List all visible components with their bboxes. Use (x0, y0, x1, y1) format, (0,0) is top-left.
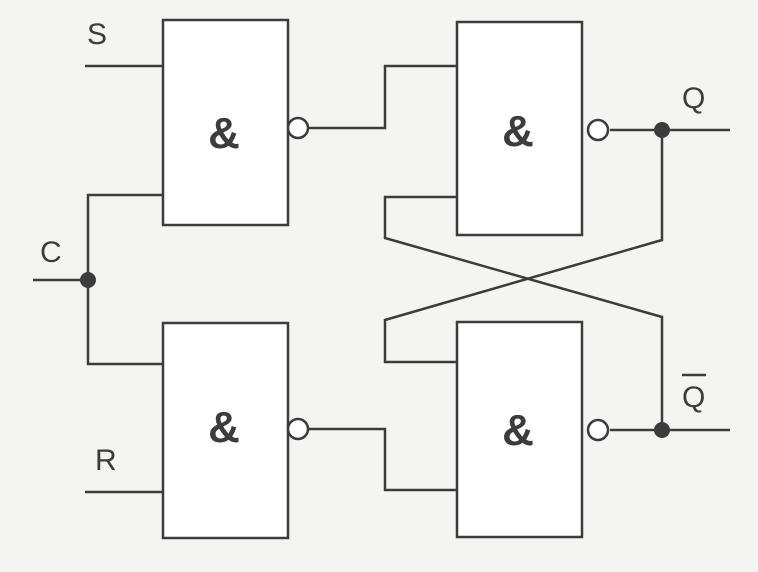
s-input-label: S (87, 18, 107, 51)
clock-input-label: C (40, 236, 62, 269)
q-feedback-wire (383, 130, 664, 364)
inversion-bubble-q-bar (586, 418, 610, 442)
s-gate-output-wire (298, 64, 457, 130)
gate-r-label: & (208, 403, 240, 452)
inversion-bubble-r (286, 417, 310, 441)
nand-gate-q-bar (455, 320, 584, 539)
q-junction-dot (654, 122, 670, 138)
gate-q-bar-label: & (502, 406, 534, 455)
clock-junction-dot (80, 272, 96, 288)
nand-gate-s (161, 18, 290, 227)
inversion-bubble-q (586, 118, 610, 142)
r-gate-output-wire (298, 427, 457, 492)
q-bar-junction-dot (654, 422, 670, 438)
nand-gate-q (455, 20, 584, 237)
gate-q-label: & (502, 107, 534, 156)
clock-branch-wire (86, 193, 163, 366)
q-bar-output-label: Q (682, 381, 705, 414)
q-bar-feedback-wire (383, 195, 664, 430)
r-input-label: R (95, 444, 117, 477)
gate-s-label: & (208, 109, 240, 158)
nand-gate-r (161, 321, 290, 540)
q-output-label: Q (682, 82, 705, 115)
inversion-bubble-s (286, 116, 310, 140)
